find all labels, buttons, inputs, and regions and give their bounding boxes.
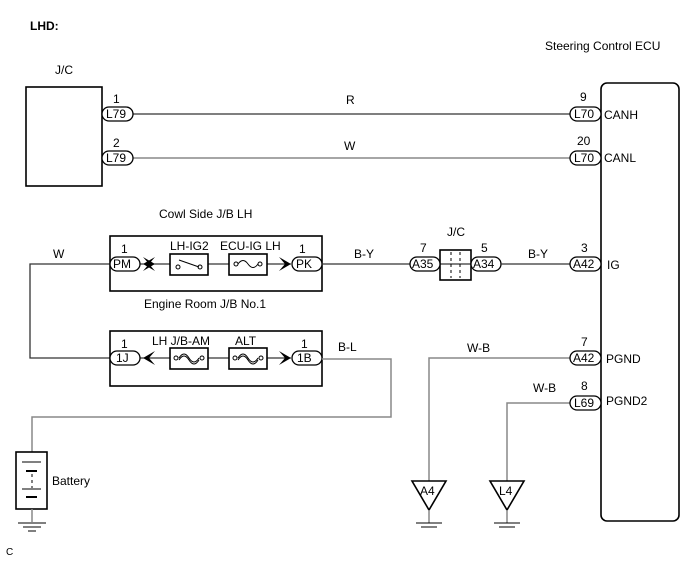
ground-a4-label: A4 [420,484,435,498]
ground-point-l4[interactable] [488,480,526,512]
terminal-pgnd: PGND [606,352,641,366]
battery-label: Battery [52,474,90,488]
a34-code: A34 [473,257,495,271]
a35-pin: 7 [420,241,427,255]
jc-left-box[interactable] [25,86,103,187]
fuse-ecu-ig-lh-label: ECU-IG LH [220,239,281,253]
wire-pgnd2-color: W-B [533,381,556,395]
connector-pm[interactable] [109,256,141,272]
wire-pm-loop-color: W [53,247,65,261]
wire-b1-to-battery-color: B-L [338,340,357,354]
l70-9-code: L70 [574,107,594,121]
a42-3-pin: 3 [581,241,588,255]
pm-arrow-icon [143,257,155,271]
wire-pgnd-color: W-B [467,341,490,355]
relay-lh-ig2[interactable] [169,253,209,276]
l79-2-pin: 2 [113,136,120,150]
l70-20-code: L70 [574,151,594,165]
wire-b1-to-battery[interactable] [31,358,392,452]
b1-pin: 1 [301,337,308,351]
l70-20-pin: 20 [577,134,591,148]
connector-1b[interactable] [291,350,323,366]
connector-l69-8[interactable] [569,395,602,411]
connector-l79-1[interactable] [101,106,134,122]
l79-1-code: L79 [106,107,126,121]
connector-l70-20[interactable] [569,150,602,166]
l70-9-pin: 9 [580,90,587,104]
wire-pgnd[interactable] [428,357,570,481]
connector-a42-3[interactable] [569,256,602,272]
connector-a42-7[interactable] [569,350,602,366]
a42-7-pin: 7 [581,335,588,349]
1j-arrow-icon [143,351,155,365]
wire-jc-to-ecu-color: B-Y [528,247,548,261]
wire-pgnd2[interactable] [506,402,570,481]
jc-mid-box[interactable] [439,249,472,281]
ground-l4-icon [494,522,520,528]
1b-arrow-icon [279,351,291,365]
connector-l70-9[interactable] [569,106,602,122]
a34-pin: 5 [481,241,488,255]
jc-left-label: J/C [55,63,73,77]
a42-7-code: A42 [573,351,595,365]
wire-pm-loop[interactable] [29,263,110,359]
terminal-pgnd2: PGND2 [606,394,648,408]
connector-1j[interactable] [109,350,141,366]
fusible-alt-label: ALT [235,334,257,348]
pk-arrow-icon [279,257,291,271]
a42-3-code: A42 [573,257,595,271]
footer-mark: C [6,547,13,558]
ground-point-a4[interactable] [410,480,448,512]
pm-code: PM [113,257,131,271]
fusible-link-icon [178,353,200,365]
wire-canl-color: W [344,139,356,153]
engine-jb-label: Engine Room J/B No.1 [144,297,266,311]
ground-a4-icon [416,522,442,528]
jc-mid-label: J/C [447,225,465,239]
pk-code: PK [296,257,312,271]
battery-ground-icon [18,522,46,532]
steering-ecu-box[interactable] [600,82,680,522]
ground-l4-label: L4 [499,484,513,498]
switch-icon [178,259,200,268]
l79-1-pin: 1 [113,92,120,106]
a35-code: A35 [412,257,434,271]
l69-8-pin: 8 [581,379,588,393]
wire-canh-color: R [346,93,355,107]
terminal-canl: CANL [604,151,636,165]
connector-a35[interactable] [409,256,441,272]
terminal-canh: CANH [604,108,638,122]
wire-pk-to-jc-color: B-Y [354,247,374,261]
pm-pin: 1 [121,242,128,256]
l69-8-code: L69 [574,396,594,410]
cowl-jb-label: Cowl Side J/B LH [159,207,252,221]
l79-2-code: L79 [106,151,126,165]
relay-lh-ig2-label: LH-IG2 [170,239,209,253]
b1-code: 1B [297,351,312,365]
pk-pin: 1 [299,242,306,256]
steering-ecu-label: Steering Control ECU [545,39,660,53]
terminal-ig: IG [607,258,620,272]
fuse-icon [237,260,259,268]
heading-lhd: LHD: [30,19,59,33]
j1-pin: 1 [121,337,128,351]
j1-code: 1J [116,351,129,365]
connector-l79-2[interactable] [101,150,134,166]
fusible-lh-jb-am-label: LH J/B-AM [152,334,210,348]
fusible-link-icon [237,353,259,365]
